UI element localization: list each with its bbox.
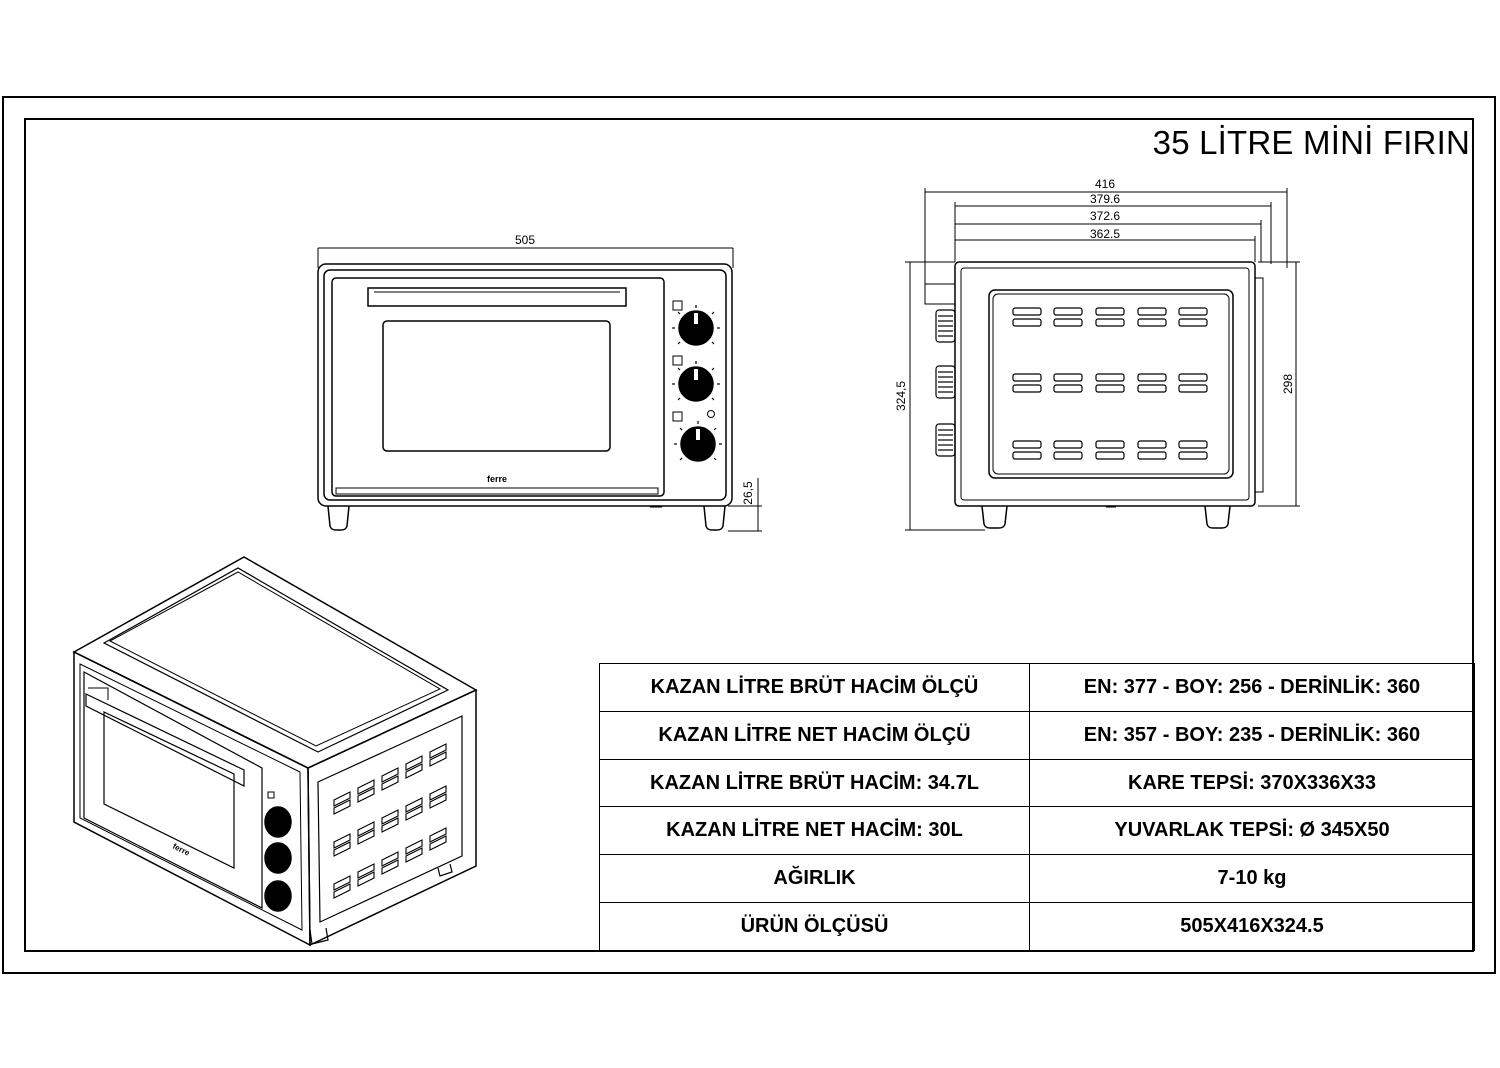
front-width-dimension: 505 <box>317 233 734 268</box>
side-height-label: 324,5 <box>894 381 908 411</box>
knob-3 <box>674 421 722 462</box>
knob-1 <box>672 305 720 346</box>
timer-icon <box>672 411 683 422</box>
vent-slots <box>1012 307 1208 460</box>
spec-label: AĞIRLIK <box>599 854 1030 904</box>
foot-height-dimension: 26,5 <box>728 478 762 532</box>
spec-value: 505X416X324.5 <box>1029 902 1475 951</box>
iso-side-face <box>307 688 477 947</box>
side-vent-panel <box>988 289 1234 479</box>
isometric-view: ferre <box>72 556 478 947</box>
dim-372-6: 372.6 <box>1090 209 1120 223</box>
iso-brand-logo: ferre <box>171 842 191 858</box>
spec-value: YUVARLAK TEPSİ: Ø 345X50 <box>1029 806 1475 856</box>
spec-label: KAZAN LİTRE BRÜT HACİM: 34.7L <box>599 758 1030 808</box>
dim-379-6: 379.6 <box>1090 192 1120 206</box>
iso-vent-slots <box>333 743 447 899</box>
spec-label: KAZAN LİTRE BRÜT HACİM ÖLÇÜ <box>599 663 1030 712</box>
oven-body-front <box>317 263 733 507</box>
side-inner-height-label: 298 <box>1281 374 1295 394</box>
spec-label: KAZAN LİTRE NET HACİM: 30L <box>599 806 1030 856</box>
drawing-title: 35 LİTRE MİNİ FIRIN <box>1152 124 1470 161</box>
outer-frame <box>2 96 1496 974</box>
iso-top-face <box>72 556 478 769</box>
foot-height-label: 26,5 <box>741 481 755 505</box>
iso-foot-front <box>309 927 329 945</box>
spec-value: KARE TEPSİ: 370X336X33 <box>1029 758 1475 808</box>
table-row: KAZAN LİTRE BRÜT HACİM: 34.7L KARE TEPSİ… <box>599 758 1475 808</box>
side-right-height-dimension: 298 <box>1258 261 1300 507</box>
spec-table: KAZAN LİTRE BRÜT HACİM ÖLÇÜ EN: 377 - BO… <box>599 663 1475 951</box>
side-view: 416 379.6 372.6 362.5 324,5 298 <box>894 177 1300 531</box>
spec-value: EN: 377 - BOY: 256 - DERİNLİK: 360 <box>1029 663 1475 712</box>
knob-2 <box>672 361 720 402</box>
door-window <box>382 320 611 452</box>
side-handle <box>924 283 956 305</box>
iso-door <box>83 670 263 909</box>
dim-416: 416 <box>1095 177 1115 191</box>
iso-knobs <box>264 791 292 912</box>
table-row: ÜRÜN ÖLÇÜSÜ 505X416X324.5 <box>599 902 1475 951</box>
side-foot-left <box>981 505 1008 529</box>
front-width-label: 505 <box>515 233 535 247</box>
temp-icon <box>672 355 683 366</box>
mode-icon <box>672 300 683 311</box>
oven-body-side <box>954 261 1256 507</box>
spec-label: KAZAN LİTRE NET HACİM ÖLÇÜ <box>599 710 1030 760</box>
indicator-light <box>707 410 715 418</box>
iso-side-panel <box>317 715 463 923</box>
spec-label: ÜRÜN ÖLÇÜSÜ <box>599 902 1030 951</box>
iso-top-plate <box>102 567 450 753</box>
side-knobs <box>935 309 956 457</box>
side-top-dimensions: 416 379.6 372.6 362.5 <box>924 177 1288 288</box>
dim-362-5: 362.5 <box>1090 227 1120 241</box>
front-foot-right <box>703 505 726 531</box>
door-handle <box>367 287 627 307</box>
iso-foot-back <box>437 863 453 877</box>
spec-value: 7-10 kg <box>1029 854 1475 904</box>
front-view: 505 ferre <box>317 233 762 532</box>
iso-handle <box>85 693 245 787</box>
side-left-height-dimension: 324,5 <box>894 261 985 531</box>
side-foot-right <box>1204 505 1231 529</box>
inner-frame <box>24 118 1474 952</box>
table-row: AĞIRLIK 7-10 kg <box>599 854 1475 904</box>
front-foot-left <box>327 505 350 531</box>
table-row: KAZAN LİTRE BRÜT HACİM ÖLÇÜ EN: 377 - BO… <box>599 663 1475 712</box>
oven-door <box>331 277 665 497</box>
table-row: KAZAN LİTRE NET HACİM: 30L YUVARLAK TEPS… <box>599 806 1475 856</box>
iso-window <box>103 711 235 869</box>
spec-value: EN: 357 - BOY: 235 - DERİNLİK: 360 <box>1029 710 1475 760</box>
table-row: KAZAN LİTRE NET HACİM ÖLÇÜ EN: 357 - BOY… <box>599 710 1475 760</box>
brand-logo: ferre <box>487 474 507 484</box>
